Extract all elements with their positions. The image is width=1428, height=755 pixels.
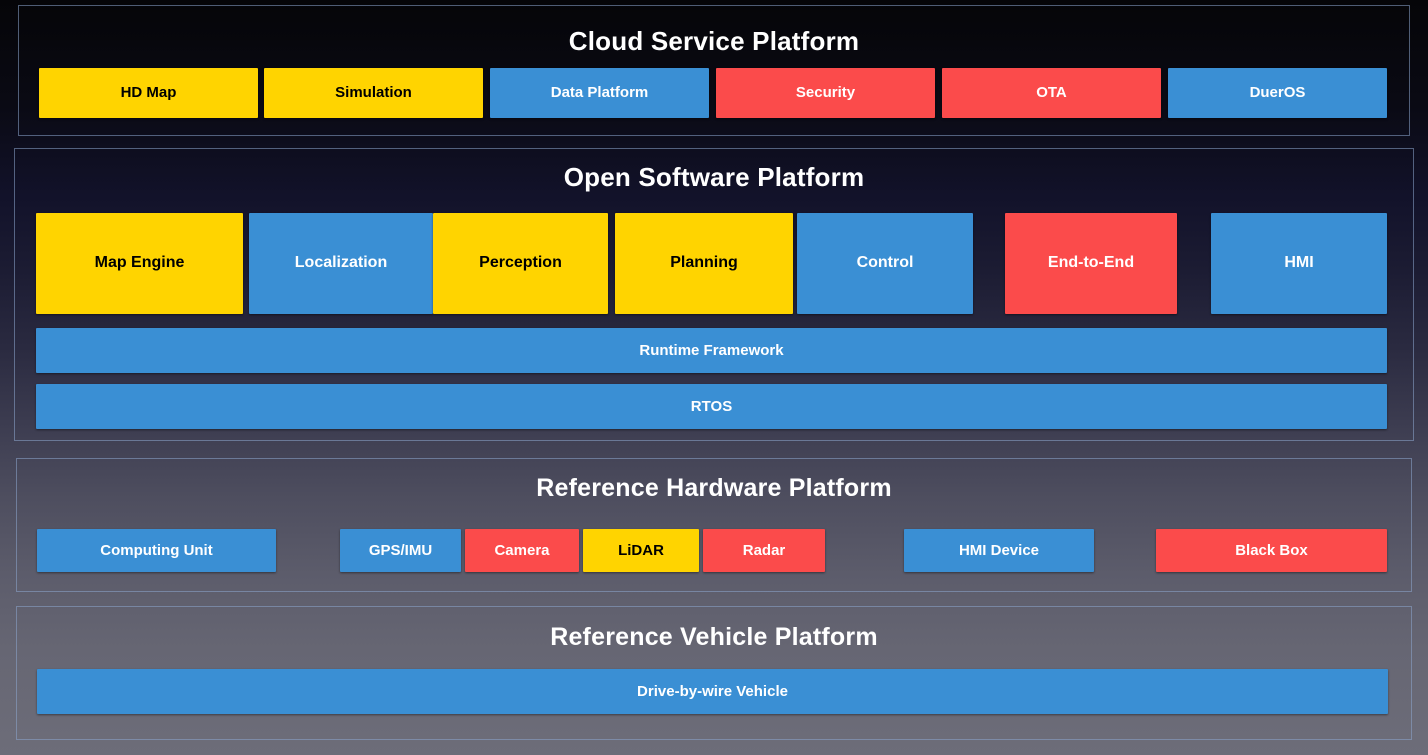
- block-label: Runtime Framework: [639, 341, 784, 359]
- module-hmi[interactable]: HMI: [1211, 213, 1387, 314]
- hw-computing-unit[interactable]: Computing Unit: [37, 529, 276, 572]
- block-label: Planning: [670, 254, 738, 272]
- module-planning[interactable]: Planning: [615, 213, 793, 314]
- bar-rtos[interactable]: RTOS: [36, 384, 1387, 429]
- layer-reference-hardware-platform: Reference Hardware Platform Computing Un…: [16, 458, 1412, 592]
- block-label: Radar: [742, 541, 786, 559]
- layer-title-open-software-platform: Open Software Platform: [563, 162, 865, 192]
- block-label: Camera: [494, 541, 550, 559]
- layer-cloud-service-platform: Cloud Service Platform HD Map Simulation…: [18, 5, 1410, 136]
- layer-title-reference-vehicle-platform: Reference Vehicle Platform: [550, 623, 878, 651]
- block-hd-map[interactable]: HD Map: [39, 68, 258, 118]
- layer-title-cloud-service-platform: Cloud Service Platform: [568, 26, 860, 56]
- block-label: Map Engine: [94, 254, 185, 272]
- module-control[interactable]: Control: [797, 213, 973, 314]
- layer-open-software-platform: Open Software Platform Map Engine Locali…: [14, 148, 1414, 441]
- block-security[interactable]: Security: [716, 68, 935, 118]
- block-label: HMI Device: [958, 541, 1040, 559]
- block-label: Black Box: [1235, 541, 1308, 559]
- module-end-to-end[interactable]: End-to-End: [1005, 213, 1177, 314]
- block-data-platform[interactable]: Data Platform: [490, 68, 709, 118]
- block-label: Drive-by-wire Vehicle: [637, 682, 788, 700]
- module-localization[interactable]: Localization: [249, 213, 433, 314]
- block-ota[interactable]: OTA: [942, 68, 1161, 118]
- block-label: Control: [856, 254, 914, 272]
- block-dueros[interactable]: DuerOS: [1168, 68, 1387, 118]
- block-label: GPS/IMU: [368, 541, 433, 559]
- bar-runtime-framework[interactable]: Runtime Framework: [36, 328, 1387, 373]
- block-label: HD Map: [120, 84, 177, 102]
- hw-black-box[interactable]: Black Box: [1156, 529, 1387, 572]
- block-label: Security: [795, 84, 856, 102]
- hw-gps-imu[interactable]: GPS/IMU: [340, 529, 461, 572]
- module-perception[interactable]: Perception: [433, 213, 608, 314]
- hw-camera[interactable]: Camera: [465, 529, 579, 572]
- hw-hmi-device[interactable]: HMI Device: [904, 529, 1094, 572]
- module-map-engine[interactable]: Map Engine: [36, 213, 243, 314]
- block-label: End-to-End: [1047, 254, 1135, 272]
- vehicle-drive-by-wire[interactable]: Drive-by-wire Vehicle: [37, 669, 1388, 714]
- block-label: Localization: [294, 254, 388, 272]
- block-label: LiDAR: [618, 541, 664, 559]
- layer-reference-vehicle-platform: Reference Vehicle Platform Drive-by-wire…: [16, 606, 1412, 740]
- block-simulation[interactable]: Simulation: [264, 68, 483, 118]
- block-label: Computing Unit: [100, 541, 213, 559]
- block-label: OTA: [1036, 84, 1067, 102]
- hw-lidar[interactable]: LiDAR: [583, 529, 699, 572]
- hw-radar[interactable]: Radar: [703, 529, 825, 572]
- block-label: DuerOS: [1249, 84, 1306, 102]
- block-label: RTOS: [690, 397, 733, 415]
- layer-title-reference-hardware-platform: Reference Hardware Platform: [536, 474, 892, 502]
- block-label: Perception: [479, 254, 562, 272]
- block-label: HMI: [1284, 254, 1314, 272]
- block-label: Simulation: [335, 84, 412, 102]
- block-label: Data Platform: [550, 84, 649, 102]
